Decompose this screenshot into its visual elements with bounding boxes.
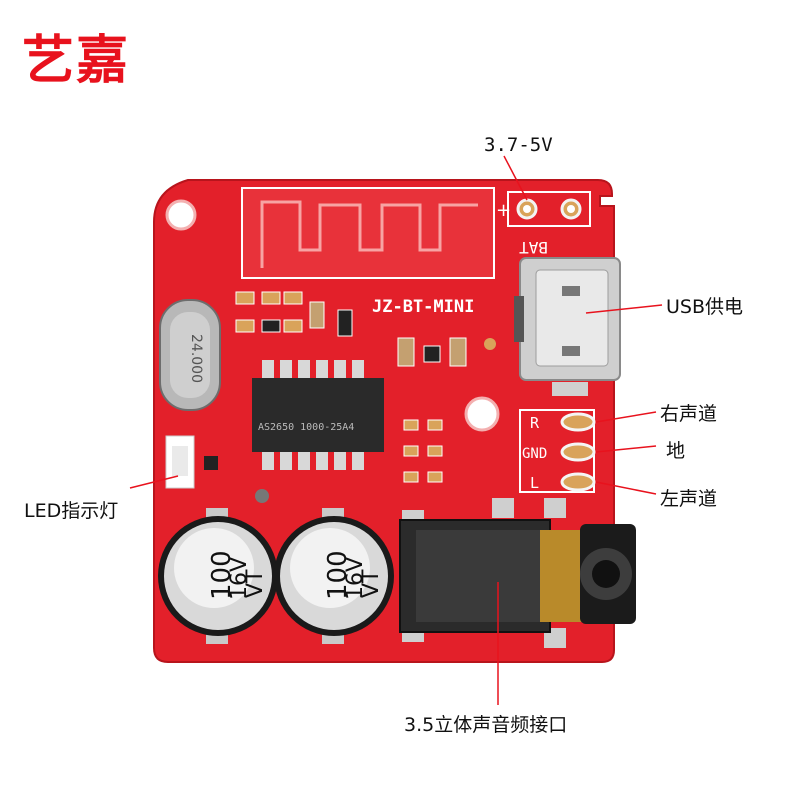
- usb-power-callout: USB供电: [666, 296, 744, 318]
- callout-lines: [129, 155, 663, 705]
- capacitor-right: 100 16V VT: [274, 508, 394, 644]
- svg-text:24.000: 24.000: [188, 334, 204, 383]
- right-channel-callout: 右声道: [660, 403, 718, 425]
- capacitor-left: 100 16V VT: [158, 508, 278, 644]
- svg-text:+: +: [496, 200, 511, 221]
- left-channel-callout: 左声道: [660, 488, 718, 510]
- svg-text:16V: 16V: [343, 557, 368, 600]
- audio-jack: [399, 498, 636, 648]
- led-callout: LED指示灯: [24, 500, 119, 522]
- voltage-callout: 3.7-5V: [484, 134, 553, 156]
- audio-output-pads: [519, 409, 596, 493]
- led-indicator: [165, 435, 269, 503]
- brand-logo: 艺嘉: [22, 31, 131, 91]
- bluetooth-chip: AS2650 1000-25A4: [252, 360, 384, 470]
- power-pads: +: [496, 191, 591, 227]
- svg-text:VT: VT: [359, 569, 384, 598]
- antenna-trace: [241, 187, 495, 279]
- ground-callout: 地: [666, 440, 686, 462]
- model-silkscreen: JZ-BT-MINI: [372, 297, 474, 317]
- smd-components: [235, 291, 496, 483]
- gnd-silkscreen: GND: [522, 446, 547, 462]
- audio-jack-callout: 3.5立体声音频接口: [404, 714, 568, 736]
- l-silkscreen: L: [530, 474, 539, 492]
- svg-text:AS2650 1000-25A4: AS2650 1000-25A4: [258, 422, 354, 433]
- svg-text:VT: VT: [243, 569, 268, 598]
- mounting-hole: [464, 396, 500, 432]
- crystal-oscillator: 24.000: [159, 299, 221, 411]
- r-silkscreen: R: [530, 414, 540, 432]
- bat-silkscreen: BAT: [519, 238, 548, 257]
- svg-text:16V: 16V: [227, 557, 252, 600]
- svg-text:100: 100: [323, 550, 353, 600]
- svg-text:100: 100: [207, 550, 237, 600]
- mounting-hole: [165, 199, 197, 231]
- micro-usb-port: [514, 257, 621, 396]
